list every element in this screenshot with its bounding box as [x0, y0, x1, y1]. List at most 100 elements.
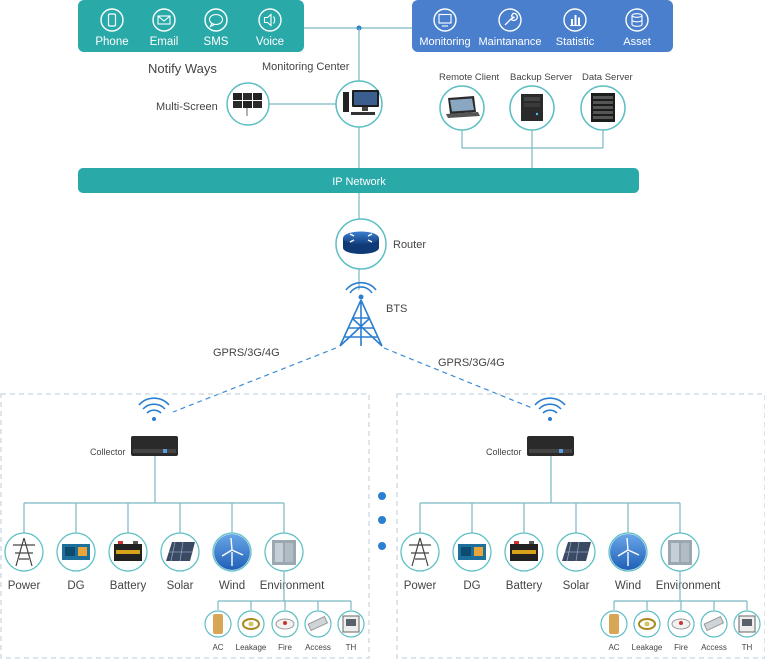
- wind-turbine-icon: [214, 534, 250, 570]
- sensor-label: AC: [608, 643, 619, 652]
- sensor-label: Fire: [278, 643, 292, 652]
- ip-network-bar: [78, 168, 639, 193]
- access-sensor-icon: [307, 615, 329, 632]
- notify-phone: Phone: [95, 8, 129, 48]
- backup-server-node: [509, 85, 555, 131]
- generator-icon: [458, 544, 486, 560]
- notify-caption: Notify Ways: [148, 61, 217, 76]
- access-sensor-icon: [703, 615, 725, 632]
- function-monitoring-label: Monitoring: [419, 36, 470, 48]
- sensor-label: Fire: [674, 643, 688, 652]
- function-asset: Asset: [623, 8, 651, 48]
- collector-device-icon: [527, 436, 574, 456]
- sensor-label: TH: [346, 643, 357, 652]
- function-monitoring: Monitoring: [419, 8, 471, 48]
- device-solar: Solar: [556, 532, 596, 592]
- function-bar: [412, 0, 673, 52]
- battery-icon: [510, 541, 538, 561]
- device-label: Power: [404, 580, 437, 592]
- device-power: Power: [4, 532, 44, 592]
- workstation-icon: [343, 90, 379, 115]
- device-label: Environment: [656, 580, 721, 592]
- battery-icon: [114, 541, 142, 561]
- sensor-label: TH: [742, 643, 753, 652]
- bts-label: BTS: [386, 303, 407, 315]
- leakage-sensor-icon: [638, 618, 656, 630]
- sensor-leakage: Leakage: [236, 610, 267, 652]
- notify-bar: [78, 0, 304, 52]
- voice-icon: [258, 8, 282, 32]
- sensor-access: Access: [304, 610, 332, 652]
- sensor-label: Leakage: [236, 643, 267, 652]
- data-server-node: [580, 85, 626, 131]
- device-label: DG: [67, 580, 84, 592]
- multi-screen-label: Multi-Screen: [156, 101, 218, 113]
- function-maintanance: Maintanance: [479, 8, 542, 48]
- router-label: Router: [393, 239, 426, 251]
- power-tower-icon: [13, 537, 35, 567]
- device-label: DG: [463, 580, 480, 592]
- collector-node: Collector: [486, 397, 574, 457]
- link-left-label: GPRS/3G/4G: [213, 347, 280, 359]
- ip-network-label: IP Network: [332, 176, 386, 188]
- notify-voice-label: Voice: [256, 36, 284, 48]
- notify-email: Email: [150, 8, 178, 48]
- multi-screen-node: [226, 82, 270, 126]
- remote-client-label: Remote Client: [439, 72, 500, 83]
- server-tower-icon: [521, 94, 543, 121]
- phone-icon: [100, 8, 124, 32]
- notify-sms-label: SMS: [204, 36, 229, 48]
- generator-icon: [62, 544, 90, 560]
- bts-tower-icon: [339, 281, 383, 347]
- device-label: Wind: [615, 580, 641, 592]
- fire-sensor-icon: [671, 618, 691, 630]
- sensor-th: TH: [337, 610, 365, 652]
- device-environment: Environment: [656, 532, 721, 592]
- site-frame: [0, 393, 370, 659]
- collector-node: Collector: [90, 397, 178, 457]
- device-power: Power: [400, 532, 440, 592]
- sensor-label: Access: [305, 643, 331, 652]
- site-frame: [396, 393, 765, 659]
- function-statistic-label: Statistic: [556, 36, 595, 48]
- monitoring-center-label: Monitoring Center: [262, 61, 350, 73]
- leakage-sensor-icon: [242, 618, 260, 630]
- collector-label: Collector: [90, 447, 126, 457]
- fire-sensor-icon: [275, 618, 295, 630]
- bar-chart-icon: [563, 8, 587, 32]
- collector-device-icon: [131, 436, 178, 456]
- more-dot: [378, 516, 386, 524]
- router-icon: [343, 231, 379, 254]
- remote-client-node: [439, 85, 485, 131]
- sensor-ac: AC: [600, 610, 628, 652]
- device-label: Battery: [506, 580, 543, 592]
- solar-panel-icon: [562, 541, 591, 562]
- sensor-label: Access: [701, 643, 727, 652]
- more-dot: [378, 492, 386, 500]
- function-statistic: Statistic: [556, 8, 595, 48]
- multi-screen-icon: [233, 93, 262, 116]
- sensor-label: Leakage: [632, 643, 663, 652]
- sensor-th: TH: [733, 610, 761, 652]
- notify-voice: Voice: [256, 8, 284, 48]
- link-right-label: GPRS/3G/4G: [438, 357, 505, 369]
- environment-cabinet-icon: [668, 540, 692, 565]
- th-sensor-icon: [738, 615, 756, 633]
- device-label: Battery: [110, 580, 147, 592]
- device-label: Power: [8, 580, 41, 592]
- sensor-label: AC: [212, 643, 223, 652]
- monitoring-center-node: [335, 80, 383, 128]
- notify-sms: SMS: [204, 8, 229, 48]
- device-label: Wind: [219, 580, 245, 592]
- sensor-fire: Fire: [271, 610, 299, 652]
- function-maintanance-label: Maintanance: [479, 36, 542, 48]
- bts-node: [339, 281, 383, 347]
- sensor-leakage: Leakage: [632, 610, 663, 652]
- function-asset-label: Asset: [623, 36, 651, 48]
- device-dg: DG: [56, 532, 96, 592]
- monitor-icon: [433, 8, 457, 32]
- more-dot: [378, 542, 386, 550]
